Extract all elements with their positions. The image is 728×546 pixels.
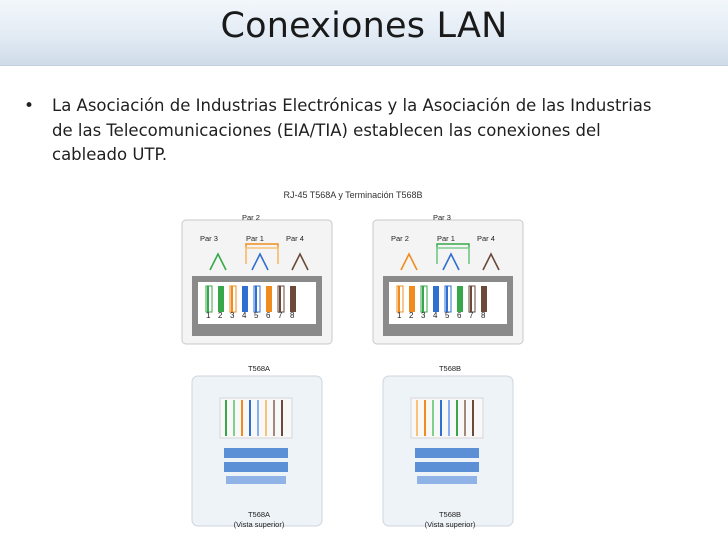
pin-number: 3 <box>421 311 426 320</box>
rj45-diagram: RJ-45 T568A y Terminación T568B <box>168 186 538 546</box>
t568a-top-pair-label: Par 2 <box>242 213 260 222</box>
t568b-plug-caption: T568B <box>438 510 462 519</box>
panel-t568b: Par 3 Par 2 Par 1 Par 4 1 2 3 4 5 6 7 8 … <box>371 186 529 546</box>
pin-number: 4 <box>433 311 438 320</box>
t568b-pair-right-label: Par 4 <box>477 234 495 243</box>
t568a-plug-caption: T568A <box>247 510 271 519</box>
t568a-pair-right-label: Par 4 <box>286 234 304 243</box>
bullet-item: • La Asociación de Industrias Electrónic… <box>20 94 710 168</box>
slide-title: Conexiones LAN <box>220 6 508 46</box>
t568a-pin-numbers: 1 2 3 4 5 6 7 8 <box>200 311 300 323</box>
t568b-wires <box>396 285 487 313</box>
t568b-jack-caption: T568B <box>438 364 462 373</box>
pin-number: 6 <box>266 311 271 320</box>
t568b-pair-center-label: Par 1 <box>437 234 455 243</box>
pin-number: 3 <box>230 311 235 320</box>
pin-number: 1 <box>397 311 402 320</box>
t568a-pair-center-label: Par 1 <box>246 234 264 243</box>
bullet-text: La Asociación de Industrias Electrónicas… <box>52 96 652 164</box>
t568a-pair-left-label: Par 3 <box>200 234 218 243</box>
pin-number: 5 <box>254 311 259 320</box>
t568b-pin-numbers: 1 2 3 4 5 6 7 8 <box>391 311 491 323</box>
pin-number: 7 <box>278 311 283 320</box>
panel-t568a: Par 2 Par 3 Par 1 Par 4 1 2 3 4 5 6 7 8 … <box>180 186 338 546</box>
pin-number: 7 <box>469 311 474 320</box>
t568a-graphic <box>181 219 333 527</box>
t568a-plug-subcaption: (Vista superior) <box>233 520 285 529</box>
t568b-graphic <box>372 219 524 527</box>
pin-number: 8 <box>481 311 486 320</box>
t568a-wires <box>205 285 296 313</box>
t568a-jack-caption: T568A <box>247 364 271 373</box>
pin-number: 2 <box>218 311 223 320</box>
title-band: Conexiones LAN <box>0 0 728 66</box>
pin-number: 4 <box>242 311 247 320</box>
pin-number: 5 <box>445 311 450 320</box>
pin-number: 2 <box>409 311 414 320</box>
diagram-title: RJ-45 T568A y Terminación T568B <box>283 190 423 200</box>
t568b-top-pair-label: Par 3 <box>433 213 451 222</box>
pin-number: 6 <box>457 311 462 320</box>
pin-number: 1 <box>206 311 211 320</box>
t568b-plug-subcaption: (Vista superior) <box>424 520 476 529</box>
bullet-dot-icon: • <box>24 96 35 116</box>
pin-number: 8 <box>290 311 295 320</box>
t568b-pair-left-label: Par 2 <box>391 234 409 243</box>
